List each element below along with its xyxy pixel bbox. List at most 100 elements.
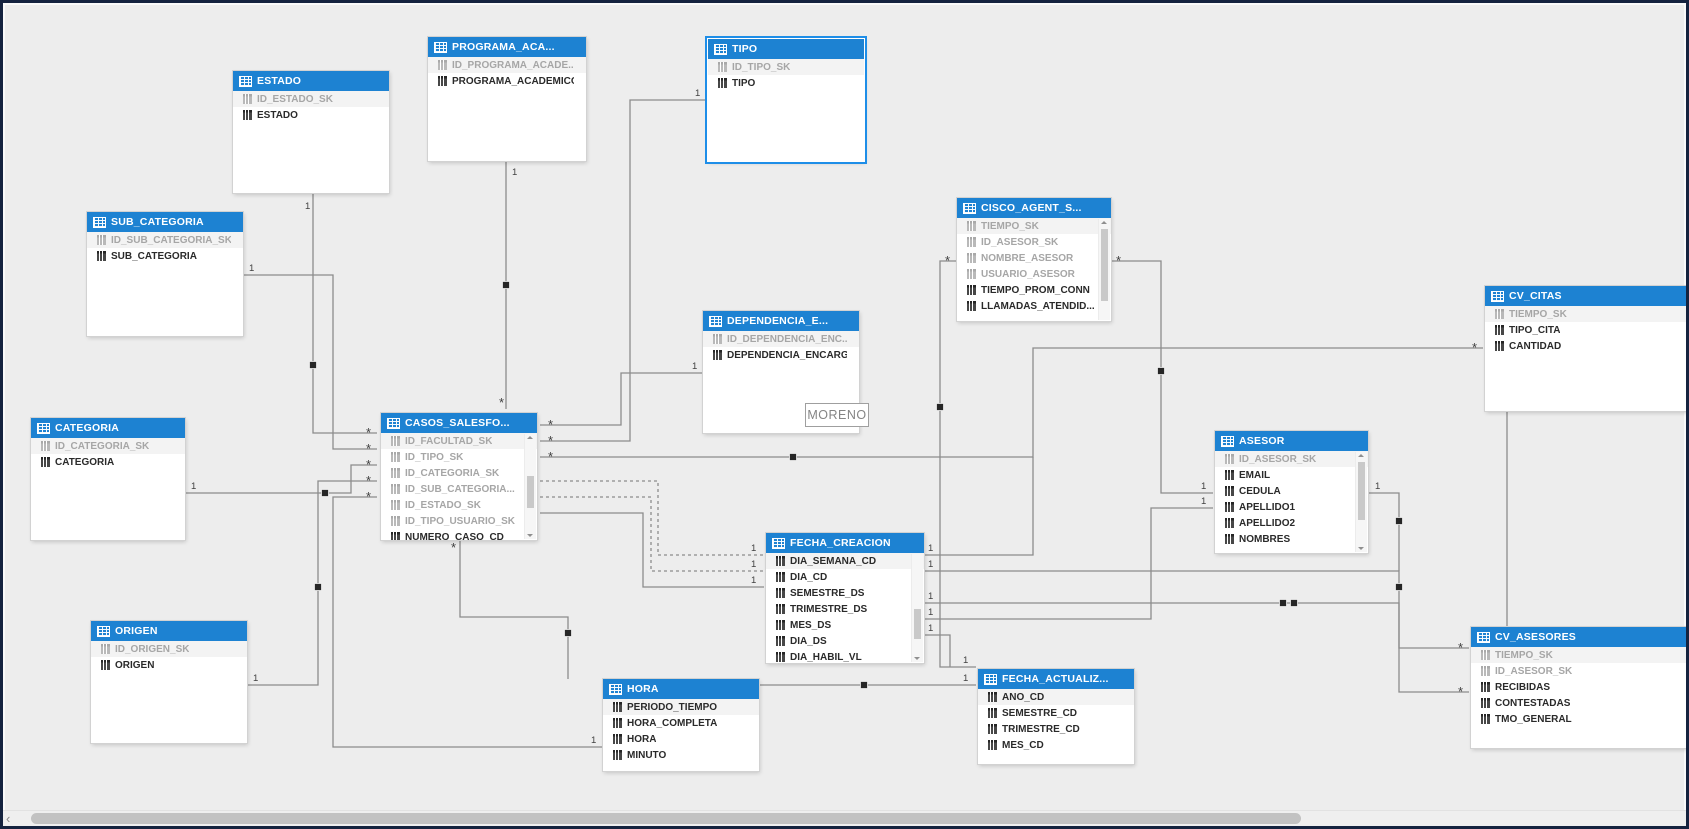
- field-row-numero-caso-cd[interactable]: NUMERO_CASO_CD: [381, 529, 537, 540]
- table-header[interactable]: CISCO_AGENT_S...: [957, 198, 1111, 218]
- field-row-semestre-ds[interactable]: SEMESTRE_DS: [766, 585, 924, 601]
- relationship-handle[interactable]: [789, 453, 797, 461]
- field-row-hora-completa[interactable]: HORA_COMPLETA: [603, 715, 759, 731]
- table-scrollbar[interactable]: [911, 554, 923, 662]
- relationship-line[interactable]: [540, 99, 707, 442]
- relationship-line[interactable]: [540, 347, 1483, 458]
- horizontal-scrollbar[interactable]: ‹: [3, 810, 1686, 826]
- relationship-handle[interactable]: [314, 583, 322, 591]
- horizontal-scrollbar-thumb[interactable]: [31, 813, 1301, 824]
- field-row-tiempo-sk[interactable]: TIEMPO_SK: [1471, 647, 1686, 663]
- scroll-up-icon[interactable]: [1358, 454, 1364, 457]
- table-header[interactable]: ORIGEN: [91, 621, 247, 641]
- field-row-origen[interactable]: ORIGEN: [91, 657, 247, 673]
- field-row-id-tipo-sk[interactable]: ID_TIPO_SK: [381, 449, 537, 465]
- relationship-line[interactable]: [923, 507, 1213, 620]
- field-row-id-programa-acade[interactable]: ID_PROGRAMA_ACADE...: [428, 57, 586, 73]
- relationship-line[interactable]: [246, 480, 377, 686]
- relationship-line[interactable]: [184, 464, 377, 494]
- table-card-programa-aca[interactable]: PROGRAMA_ACA...ID_PROGRAMA_ACADE...PROGR…: [428, 37, 586, 161]
- scroll-up-icon[interactable]: [527, 436, 533, 439]
- field-row-trimestre-cd[interactable]: TRIMESTRE_CD: [978, 721, 1134, 737]
- table-header[interactable]: CATEGORIA: [31, 418, 185, 438]
- table-scrollbar[interactable]: [1098, 219, 1110, 320]
- scroll-left-icon[interactable]: ‹: [6, 811, 11, 826]
- field-row-usuario-asesor[interactable]: USUARIO_ASESOR: [957, 266, 1111, 282]
- field-row-id-tipo-usuario-sk[interactable]: ID_TIPO_USUARIO_SK: [381, 513, 537, 529]
- table-header[interactable]: CV_ASESORES: [1471, 627, 1686, 647]
- field-row-ano-cd[interactable]: ANO_CD: [978, 689, 1134, 705]
- field-row-mes-ds[interactable]: MES_DS: [766, 617, 924, 633]
- relationship-handle[interactable]: [321, 489, 329, 497]
- field-row-dia-cd[interactable]: DIA_CD: [766, 569, 924, 585]
- scroll-down-icon[interactable]: [1358, 547, 1364, 550]
- field-row-sub-categoria[interactable]: SUB_CATEGORIA: [87, 248, 243, 264]
- field-row-id-estado-sk[interactable]: ID_ESTADO_SK: [381, 497, 537, 513]
- field-row-dia-semana-cd[interactable]: DIA_SEMANA_CD: [766, 553, 924, 569]
- field-row-nombres[interactable]: NOMBRES: [1215, 531, 1368, 547]
- field-row-id-asesor-sk[interactable]: ID_ASESOR_SK: [1471, 663, 1686, 679]
- field-row-id-asesor-sk[interactable]: ID_ASESOR_SK: [957, 234, 1111, 250]
- field-row-contestadas[interactable]: CONTESTADAS: [1471, 695, 1686, 711]
- field-row-id-categoria-sk[interactable]: ID_CATEGORIA_SK: [381, 465, 537, 481]
- relationship-handle[interactable]: [1279, 599, 1287, 607]
- scroll-down-icon[interactable]: [527, 534, 533, 537]
- field-row-id-dependencia-enc[interactable]: ID_DEPENDENCIA_ENC...: [703, 331, 859, 347]
- table-header[interactable]: CASOS_SALESFO...: [381, 413, 537, 433]
- field-row-email[interactable]: EMAIL: [1215, 467, 1368, 483]
- field-row-minuto[interactable]: MINUTO: [603, 747, 759, 763]
- table-header[interactable]: SUB_CATEGORIA: [87, 212, 243, 232]
- field-row-nombre-asesor[interactable]: NOMBRE_ASESOR: [957, 250, 1111, 266]
- field-row-id-sub-categoria-sk[interactable]: ID_SUB_CATEGORIA_SK: [87, 232, 243, 248]
- table-header[interactable]: ASESOR: [1215, 431, 1368, 451]
- field-row-tiempo-sk[interactable]: TIEMPO_SK: [957, 218, 1111, 234]
- relationship-handle[interactable]: [1395, 583, 1403, 591]
- field-row-cantidad[interactable]: CANTIDAD: [1485, 338, 1686, 354]
- table-header[interactable]: FECHA_ACTUALIZ...: [978, 669, 1134, 689]
- table-header[interactable]: FECHA_CREACION: [766, 533, 924, 553]
- field-row-dia-ds[interactable]: DIA_DS: [766, 633, 924, 649]
- scroll-down-icon[interactable]: [914, 657, 920, 660]
- table-scrollbar[interactable]: [1355, 452, 1367, 552]
- field-row-apellido2[interactable]: APELLIDO2: [1215, 515, 1368, 531]
- field-row-dia-habil-vl[interactable]: DIA_HABIL_VL: [766, 649, 924, 663]
- field-row-tipo[interactable]: TIPO: [708, 75, 864, 91]
- field-row-id-categoria-sk[interactable]: ID_CATEGORIA_SK: [31, 438, 185, 454]
- field-row-cedula[interactable]: CEDULA: [1215, 483, 1368, 499]
- relationship-line[interactable]: [923, 457, 1034, 556]
- relationship-line[interactable]: [939, 260, 976, 668]
- relationship-line[interactable]: [459, 540, 569, 679]
- field-row-tiempo-sk[interactable]: TIEMPO_SK: [1485, 306, 1686, 322]
- table-header[interactable]: DEPENDENCIA_E...: [703, 311, 859, 331]
- field-row-semestre-cd[interactable]: SEMESTRE_CD: [978, 705, 1134, 721]
- scrollbar-thumb[interactable]: [1101, 229, 1108, 301]
- field-row-tmo-general[interactable]: TMO_GENERAL: [1471, 711, 1686, 727]
- relationship-line[interactable]: [540, 480, 764, 556]
- relationship-handle[interactable]: [502, 281, 510, 289]
- relationship-line[interactable]: [332, 496, 603, 748]
- table-header[interactable]: ESTADO: [233, 71, 389, 91]
- field-row-id-estado-sk[interactable]: ID_ESTADO_SK: [233, 91, 389, 107]
- relationship-line[interactable]: [1369, 492, 1400, 571]
- table-header[interactable]: HORA: [603, 679, 759, 699]
- field-row-estado[interactable]: ESTADO: [233, 107, 389, 123]
- table-scrollbar[interactable]: [524, 434, 536, 539]
- field-row-tipo-cita[interactable]: TIPO_CITA: [1485, 322, 1686, 338]
- relationship-handle[interactable]: [309, 361, 317, 369]
- field-row-mes-cd[interactable]: MES_CD: [978, 737, 1134, 753]
- relationship-line[interactable]: [540, 496, 764, 572]
- field-row-categoria[interactable]: CATEGORIA: [31, 454, 185, 470]
- relationship-handle[interactable]: [860, 681, 868, 689]
- relationship-line[interactable]: [312, 193, 377, 434]
- relationship-handle[interactable]: [936, 403, 944, 411]
